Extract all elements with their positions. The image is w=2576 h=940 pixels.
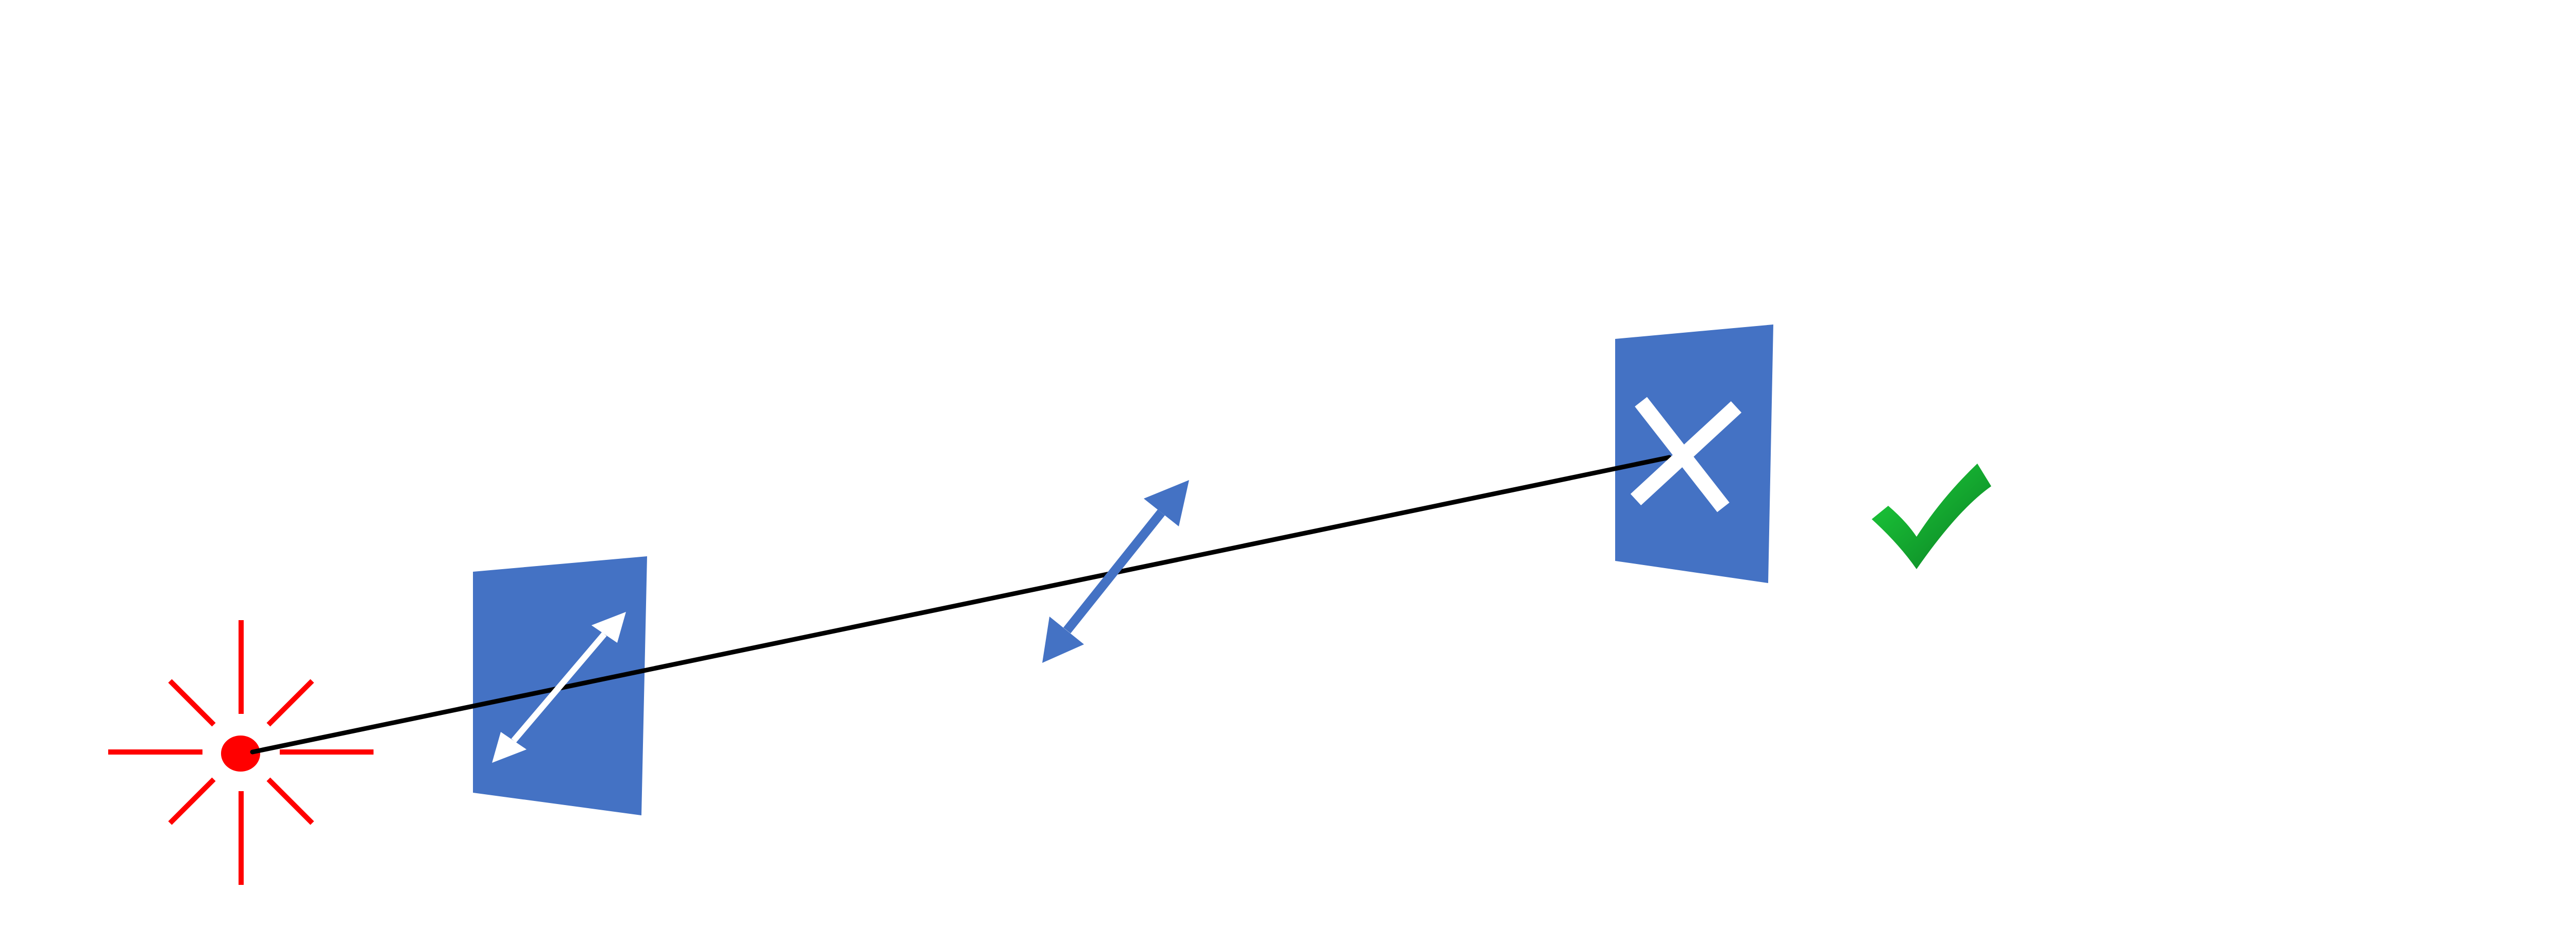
blocked-x-mark-icon: [1630, 397, 1742, 512]
light-source-dot: [221, 736, 260, 772]
light-source-starburst-icon: [108, 620, 374, 885]
result-checkmark-icon: [1872, 464, 1991, 569]
first-polarizer-axis-double-arrow-icon: [492, 612, 626, 763]
light-beam: [250, 455, 1672, 755]
light-polarization-double-arrow-icon: [1042, 480, 1189, 663]
